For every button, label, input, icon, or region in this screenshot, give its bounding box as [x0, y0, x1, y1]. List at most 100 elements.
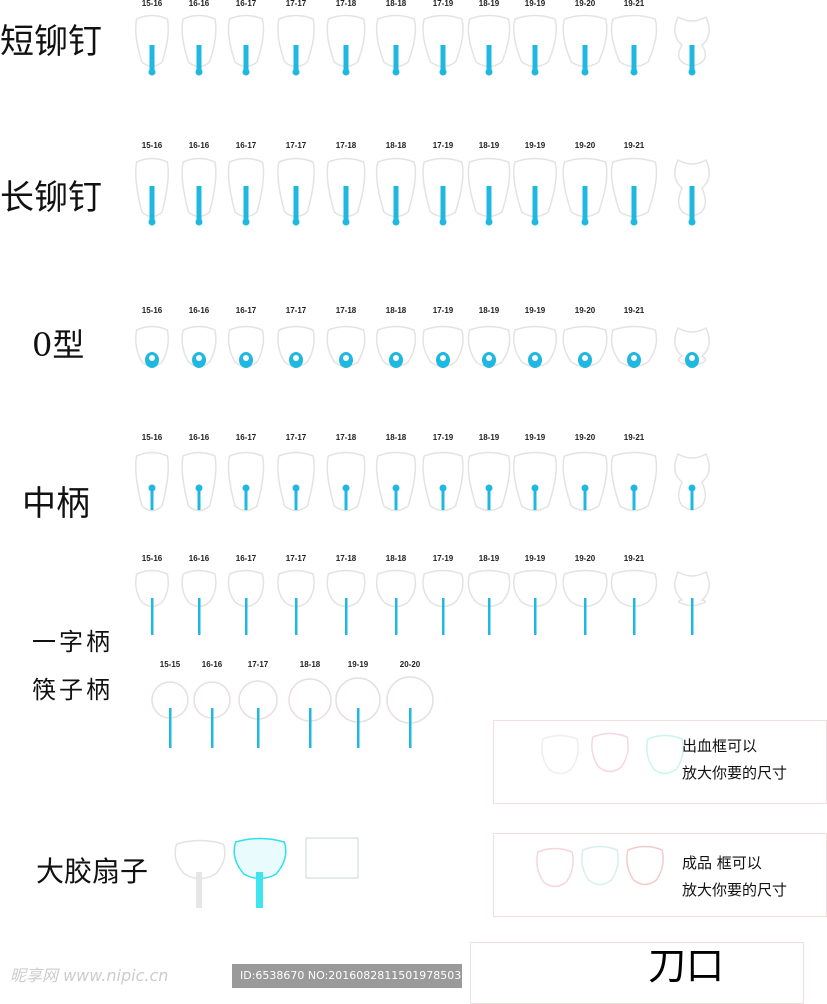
size-label: 18-18 [386, 554, 407, 563]
handle [532, 186, 538, 221]
size-label: 16-17 [236, 433, 257, 442]
fan-outline [422, 569, 464, 608]
handle-hole [439, 68, 447, 76]
handle [211, 708, 214, 748]
handle [169, 708, 172, 748]
handle [196, 186, 202, 221]
fan-outline [134, 14, 170, 68]
handle-knob [581, 484, 589, 492]
handle [532, 45, 538, 70]
handle [345, 598, 348, 635]
fan-outline [277, 569, 315, 608]
size-label: 18-18 [386, 141, 407, 150]
handle-hole [485, 68, 493, 76]
fan-outline [181, 569, 217, 608]
handle [488, 598, 491, 635]
size-label: 19-21 [624, 0, 645, 8]
row-label-short-rivet: 短铆钉 [0, 22, 102, 62]
handle [257, 708, 260, 748]
fan-outline [181, 14, 217, 68]
handle-hole [242, 218, 250, 226]
note-line: 放大你要的尺寸 [682, 881, 788, 899]
fan-outline [562, 14, 608, 68]
bleed-box: 出血框可以放大你要的尺寸 [493, 720, 827, 804]
o-ring-hole [440, 355, 446, 361]
fan-outline [375, 157, 417, 218]
fan-outline [610, 325, 658, 368]
size-label: 16-16 [189, 554, 210, 563]
handle-knob [195, 484, 203, 492]
size-label: 19-19 [525, 141, 546, 150]
handle-hole [342, 68, 350, 76]
size-label: 19-21 [624, 141, 645, 150]
handle [534, 598, 537, 635]
size-label: 17-19 [433, 306, 454, 315]
fan-outline [513, 157, 557, 218]
handle-hole [581, 218, 589, 226]
fan-outline [227, 569, 265, 608]
handle [357, 708, 360, 748]
size-label: 18-19 [479, 141, 500, 150]
fan-outline [375, 14, 417, 68]
handle [442, 598, 445, 635]
size-label: 15-15 [160, 660, 181, 669]
o-ring-hole [196, 355, 202, 361]
handle [632, 490, 636, 510]
fan-outline [562, 569, 608, 608]
fan-outline [467, 325, 511, 368]
size-label: 19-19 [525, 433, 546, 442]
fan-outline [134, 451, 170, 512]
fan-outline [181, 157, 217, 218]
blade-label: 刀口 [648, 944, 725, 988]
size-label: 19-19 [525, 554, 546, 563]
size-label: 17-19 [433, 433, 454, 442]
row-label-straight-handle: 一字柄 [32, 628, 113, 656]
handle [244, 490, 248, 510]
row-label-big-fan: 大胶扇子 [36, 855, 149, 888]
fan-outline [326, 569, 366, 608]
handle [343, 45, 349, 70]
fan-outline [513, 325, 557, 368]
handle [486, 186, 492, 221]
o-ring-hole [149, 355, 155, 361]
blade-box [470, 942, 804, 1004]
butterfly-fan-outline [674, 158, 710, 217]
size-label: 19-21 [624, 306, 645, 315]
fan-outline [375, 569, 417, 608]
fan-outline [277, 451, 315, 512]
o-ring-hole [532, 355, 538, 361]
row-label-middle-handle: 中柄 [22, 484, 90, 524]
fan-outline [467, 14, 511, 68]
fan-outline [227, 325, 265, 368]
handle [295, 598, 298, 635]
handle-hole [242, 68, 250, 76]
faint-fan-outline [646, 734, 684, 775]
size-label: 16-16 [189, 0, 210, 8]
size-label: 17-17 [286, 306, 307, 315]
handle-knob [439, 484, 447, 492]
size-label: 16-17 [236, 141, 257, 150]
size-label: 16-17 [236, 0, 257, 8]
fan-outline [181, 325, 217, 368]
o-ring-hole [689, 355, 695, 361]
handle [343, 186, 349, 221]
size-label: 17-17 [248, 660, 269, 669]
id-tag: ID:6538670 NO:20160828115019785037 [232, 964, 468, 988]
handle-hole [195, 218, 203, 226]
handle-knob [630, 484, 638, 492]
finished-note: 成品 框可以放大你要的尺寸 [682, 850, 787, 904]
fan-outline [375, 451, 417, 512]
size-label: 17-17 [286, 433, 307, 442]
handle-hole [485, 218, 493, 226]
size-label: 19-20 [575, 141, 596, 150]
butterfly-fan-outline [674, 452, 710, 511]
size-label: 15-16 [142, 0, 163, 8]
size-label: 17-19 [433, 0, 454, 8]
handle [149, 45, 155, 70]
big-fan-handle-cyan [256, 872, 263, 908]
handle-hole [148, 68, 156, 76]
fan-outline [562, 157, 608, 218]
handle-hole [292, 218, 300, 226]
size-label: 18-19 [479, 0, 500, 8]
